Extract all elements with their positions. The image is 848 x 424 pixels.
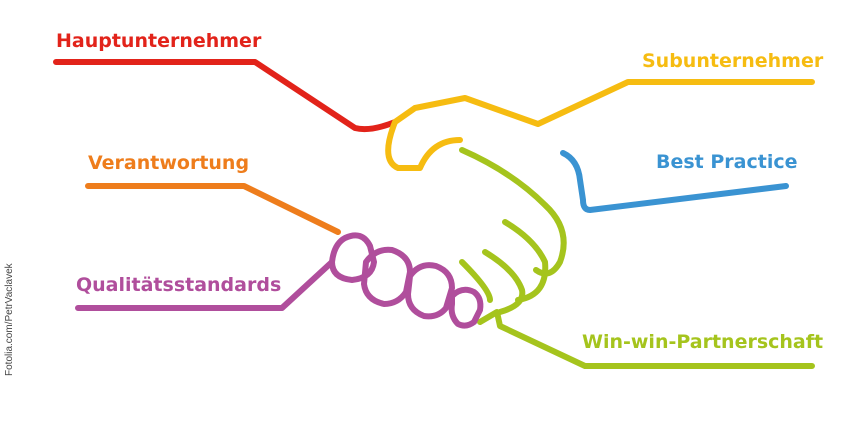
green-finger-1 — [502, 219, 549, 303]
yellow-hand-outline — [385, 79, 815, 171]
label-best-practice: Best Practice — [656, 151, 798, 173]
green-hand-outline — [459, 147, 567, 277]
label-subunternehmer: Subunternehmer — [642, 50, 824, 72]
purple-finger-3 — [405, 262, 455, 320]
label-qualitaetsstandards: Qualitätsstandards — [76, 274, 282, 296]
purple-finger-1 — [329, 232, 377, 283]
red-connector-line — [53, 59, 398, 133]
blue-connector-line — [560, 150, 789, 213]
image-credit: Fotolia.com/PetrVaclavek — [4, 263, 15, 376]
purple-finger-2 — [361, 246, 413, 307]
purple-finger-4 — [448, 286, 484, 329]
label-win-win-partnerschaft: Win-win-Partnerschaft — [582, 331, 824, 353]
green-finger-2 — [482, 249, 526, 315]
label-verantwortung: Verantwortung — [88, 152, 250, 174]
label-hauptunternehmer: Hauptunternehmer — [56, 30, 262, 52]
orange-connector-line — [85, 183, 341, 235]
purple-connector-line — [75, 259, 335, 311]
green-finger-3 — [459, 259, 493, 303]
green-connector-line — [477, 309, 815, 369]
